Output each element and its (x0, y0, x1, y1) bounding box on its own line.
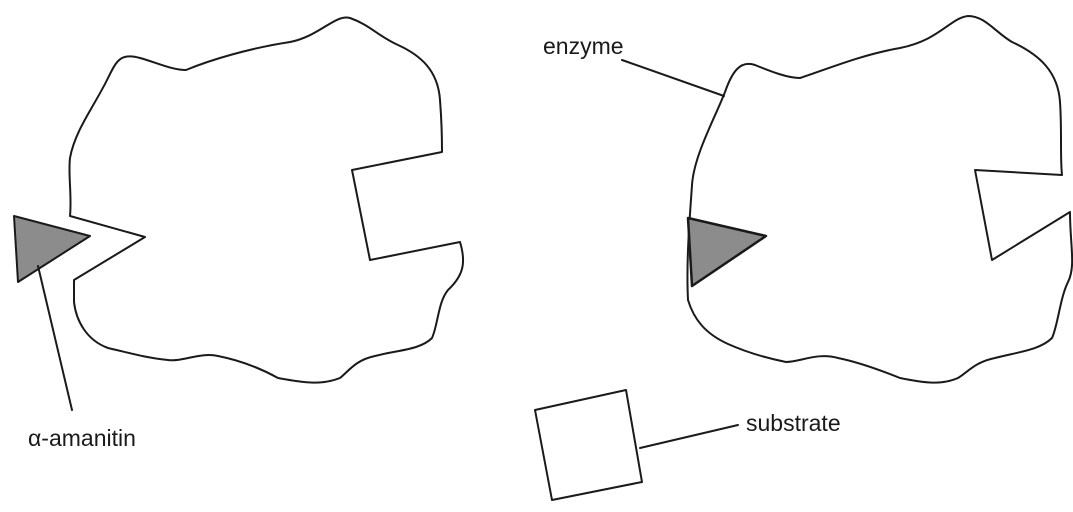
left-panel: α-amanitin (13, 16, 465, 451)
enzyme-shape-right (686, 15, 1073, 384)
enzyme-label: enzyme (543, 33, 624, 59)
substrate-shape (534, 389, 643, 501)
substrate-leader-line (639, 424, 739, 449)
alpha-amanitin-shape (13, 215, 91, 283)
right-panel: enzyme substrate (534, 15, 1073, 501)
alpha-amanitin-label: α-amanitin (28, 425, 136, 451)
enzyme-shape-left (68, 16, 465, 384)
enzyme-leader-line (621, 59, 725, 97)
alpha-amanitin-bound-shape (686, 216, 768, 288)
substrate-label: substrate (746, 410, 841, 436)
alpha-amanitin-leader-line (37, 265, 73, 411)
